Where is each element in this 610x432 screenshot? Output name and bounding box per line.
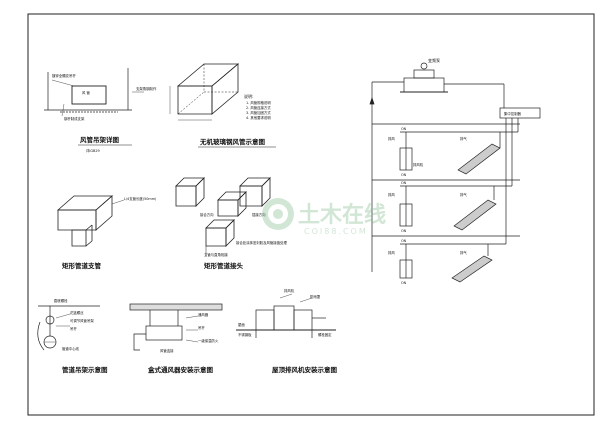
hanger-label-3: 钢杆制成支架 [64, 116, 85, 121]
watermark-en: COI88.COM [304, 227, 368, 236]
floor-3-left-tag: 排风 [388, 250, 395, 255]
watermark-cn: 土木在线 [298, 202, 386, 228]
floor-3-valve-bottom: ON [401, 281, 407, 285]
caption-cassette-ventilator: 盒式通风器安装示意图 [147, 365, 214, 374]
roof-fan-label-5: 螺栓固定 [318, 332, 332, 337]
floor-1-room-label: 排风机 [413, 162, 424, 167]
detail-roof-exhaust-fan [236, 293, 336, 338]
roof-fan-label-4: 不锈钢板 [238, 332, 252, 337]
floor-1-valve-bottom: ON [401, 173, 407, 177]
floor-2-left-tag: 排风 [388, 192, 395, 197]
caption-frp-duct: 无机玻璃钢风管示意图 [199, 137, 266, 146]
joint-label-2: 插接方向 [252, 212, 266, 217]
caption-branch-duct: 矩形管道支管 [61, 261, 102, 270]
ventilator-label-1: 通风器 [198, 312, 209, 317]
joint-label-4: 接合处涂抹密封胶及风管接缝处理 [236, 240, 287, 245]
ventilator-label-3: 一级保温防火 [198, 338, 219, 343]
pipe-hanger-label-4: 吊杆 [70, 326, 77, 331]
pipe-hanger-label-3: 可调节风管吊架 [70, 318, 94, 323]
system-top-label: 变频泵 [428, 57, 440, 63]
detail-frp-duct [169, 63, 240, 121]
detail-cassette-ventilator [129, 303, 223, 351]
roof-fan-label-3: 屋面 [238, 322, 245, 327]
ventilator-label-4: 风管连接 [160, 348, 174, 353]
branch-label: L/4支管长度(50mm) [124, 196, 157, 201]
floor-2-valve-top: ON [401, 181, 407, 185]
hanger-label-4: 支架角钢制作 [136, 86, 157, 91]
floor-2-valve-bottom: ON [401, 229, 407, 233]
pipe-hanger-label-5: 管道中心线 [62, 346, 80, 351]
caption-roof-exhaust-fan: 屋顶排风机安装示意图 [272, 365, 338, 374]
watermark-logo-icon [262, 198, 294, 230]
floor-3-right-tag: 排气 [460, 250, 467, 255]
floor-1-valve-top: ON [401, 127, 407, 131]
floor-1-left-tag: 排风 [388, 136, 395, 141]
frp-notes-title: 说明: [244, 93, 253, 99]
hanger-label-2: 风 管 [82, 90, 90, 95]
frp-note-4: 4. 其他要求说明 [246, 115, 271, 120]
floor-1-right-tag: 排气 [460, 136, 467, 141]
sheet-border [27, 13, 595, 416]
caption-duct-hanger: 风管吊架详图 [80, 135, 120, 144]
pipe-hanger-label-1: 膨胀螺栓 [54, 298, 68, 303]
caption-pipe-hanger: 管道吊架示意图 [62, 365, 108, 374]
watermark: 土木在线 COI88.COM [262, 198, 386, 236]
ventilator-label-2: 吊杆 [198, 325, 205, 330]
roof-fan-label-2: 防雨罩 [310, 294, 321, 299]
floor-2-right-tag: 排气 [460, 192, 467, 197]
detail-pipe-hanger [37, 305, 100, 351]
roof-fan-label-1: 排风机 [284, 288, 295, 293]
joint-label-3: 立管与直角相接 [204, 252, 228, 257]
system-controller-label: 集中控制器 [504, 111, 522, 116]
frp-note-3: 3. 风管加固方式 [246, 110, 271, 115]
frp-note-1: 1. 风管规格说明 [246, 100, 271, 105]
detail-duct-joints [175, 177, 271, 256]
detail-duct-hanger [44, 68, 144, 117]
detail-branch-duct [56, 195, 125, 247]
hanger-label-1: 镀锌全螺纹吊杆 [52, 73, 76, 78]
caption-duct-joints: 矩形管道接头 [203, 261, 244, 270]
joint-label-1: 接合方向 [200, 212, 214, 217]
pipe-hanger-label-2: 花篮螺丝 [70, 310, 84, 315]
frp-note-2: 2. 风管连接方式 [246, 105, 271, 110]
subcaption-duct-hanger: 详IGB29 [86, 148, 100, 153]
floor-3-valve-top: ON [401, 239, 407, 243]
system-riser-diagram [369, 62, 541, 283]
